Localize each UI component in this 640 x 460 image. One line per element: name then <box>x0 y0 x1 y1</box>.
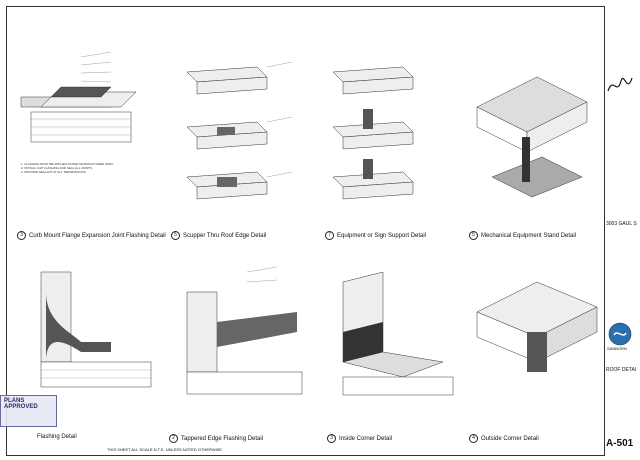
sheet-title: ROOF DETAI <box>606 367 637 373</box>
sanborn-logo-icon <box>608 322 632 346</box>
approval-stamp: PLANS APPROVED <box>0 395 57 427</box>
detail-curb-mount: 1. FLASHING MUST BE APPLIED AS PER MANUF… <box>11 37 161 237</box>
detail-tapered-edge <box>167 252 317 432</box>
detail-scupper <box>167 47 317 237</box>
tapered-drawing <box>186 266 303 395</box>
flashing-drawing <box>40 271 152 388</box>
stamp-label: PLANS APPROVED <box>4 398 38 410</box>
curb-mount-drawing <box>20 51 137 143</box>
drawing-sheet: 1. FLASHING MUST BE APPLIED AS PER MANUF… <box>6 6 634 456</box>
footer-note: THIS SHEET ALL SCALE N.T.S. UNLESS NOTED… <box>107 447 223 452</box>
scupper-drawing <box>186 61 293 200</box>
detail-inside-corner <box>323 252 463 432</box>
mechanical-drawing <box>476 76 588 198</box>
detail-equipment-sign <box>323 47 463 237</box>
detail-caption: Flashing Detail <box>37 434 77 440</box>
sheet-number: A-501 <box>606 438 634 449</box>
equipment-drawing <box>332 66 414 200</box>
detail-outside-corner <box>467 252 607 432</box>
outside-corner-drawing <box>476 281 598 372</box>
signature-icon <box>607 77 633 92</box>
inside-corner-drawing <box>342 271 454 396</box>
title-block: 3003 GAUL S SANBORN ROOF DETAI A-501 <box>604 6 637 456</box>
company-name: SANBORN <box>607 346 627 351</box>
detail-flashing <box>11 252 161 432</box>
address-text: 3003 GAUL S <box>606 221 637 227</box>
detail-mechanical-stand <box>467 47 607 237</box>
